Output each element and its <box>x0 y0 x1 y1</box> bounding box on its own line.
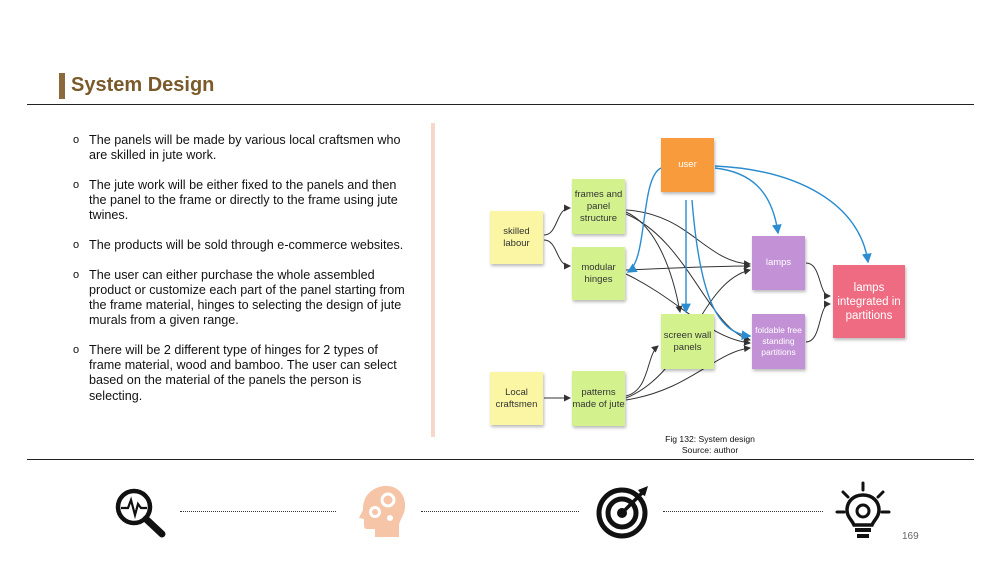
edge-skilled-frames <box>543 204 571 236</box>
title-accent-bar <box>59 73 65 99</box>
edge-patterns-foldable <box>625 345 751 401</box>
dotted-connector <box>663 511 823 512</box>
edge-skilled-hinges <box>543 239 571 270</box>
node-user: user <box>661 138 714 192</box>
vertical-divider <box>431 123 435 437</box>
node-foldable-partitions: foldable free standing partitions <box>752 314 805 369</box>
edge-patterns-screen <box>625 345 659 397</box>
lightbulb-gear-icon <box>835 481 891 538</box>
edge-user-integrated <box>714 165 872 264</box>
node-lamps-integrated: lamps integrated in partitions <box>833 265 905 338</box>
node-lamps: lamps <box>752 236 805 290</box>
header-rule <box>27 104 974 105</box>
bullet-marker: o <box>73 239 80 252</box>
edge-lamps-integrated <box>805 262 831 300</box>
caption-line-1: Fig 132: System design <box>665 434 755 444</box>
edge-frames-screen <box>625 211 683 313</box>
bullet-marker: o <box>73 134 80 146</box>
page-title: System Design <box>71 74 215 96</box>
magnifier-pulse-icon <box>115 488 166 538</box>
edge-user-lamps <box>714 167 782 235</box>
bullet-marker: o <box>73 344 80 357</box>
edge-hinges-lamps <box>625 262 751 271</box>
edge-user-hinges <box>626 167 662 273</box>
bullet-marker: o <box>73 178 80 191</box>
node-skilled-labour: skilled labour <box>490 211 543 264</box>
edge-frames-lamps <box>625 209 751 268</box>
page-number: 169 <box>902 531 919 542</box>
dotted-connector <box>180 511 336 512</box>
node-frames-panel-structure: frames and panel structure <box>572 179 625 234</box>
bullet-marker: o <box>73 268 80 281</box>
edge-foldable-integrated <box>805 300 831 343</box>
node-patterns-jute: patterns made of jute <box>572 371 625 426</box>
node-modular-hinges: modular hinges <box>572 247 625 300</box>
footer-rule <box>27 459 974 460</box>
caption-line-2: Source: author <box>681 445 739 455</box>
node-screen-wall-panels: screen wall panels <box>661 314 714 369</box>
head-gears-icon <box>359 485 406 537</box>
node-local-craftsmen: Local craftsmen <box>490 372 543 425</box>
dotted-connector <box>421 511 579 512</box>
figure-caption: Fig 132: System design Source: author <box>640 434 780 456</box>
edge-user-foldable <box>691 199 752 341</box>
target-dart-icon <box>596 486 648 539</box>
